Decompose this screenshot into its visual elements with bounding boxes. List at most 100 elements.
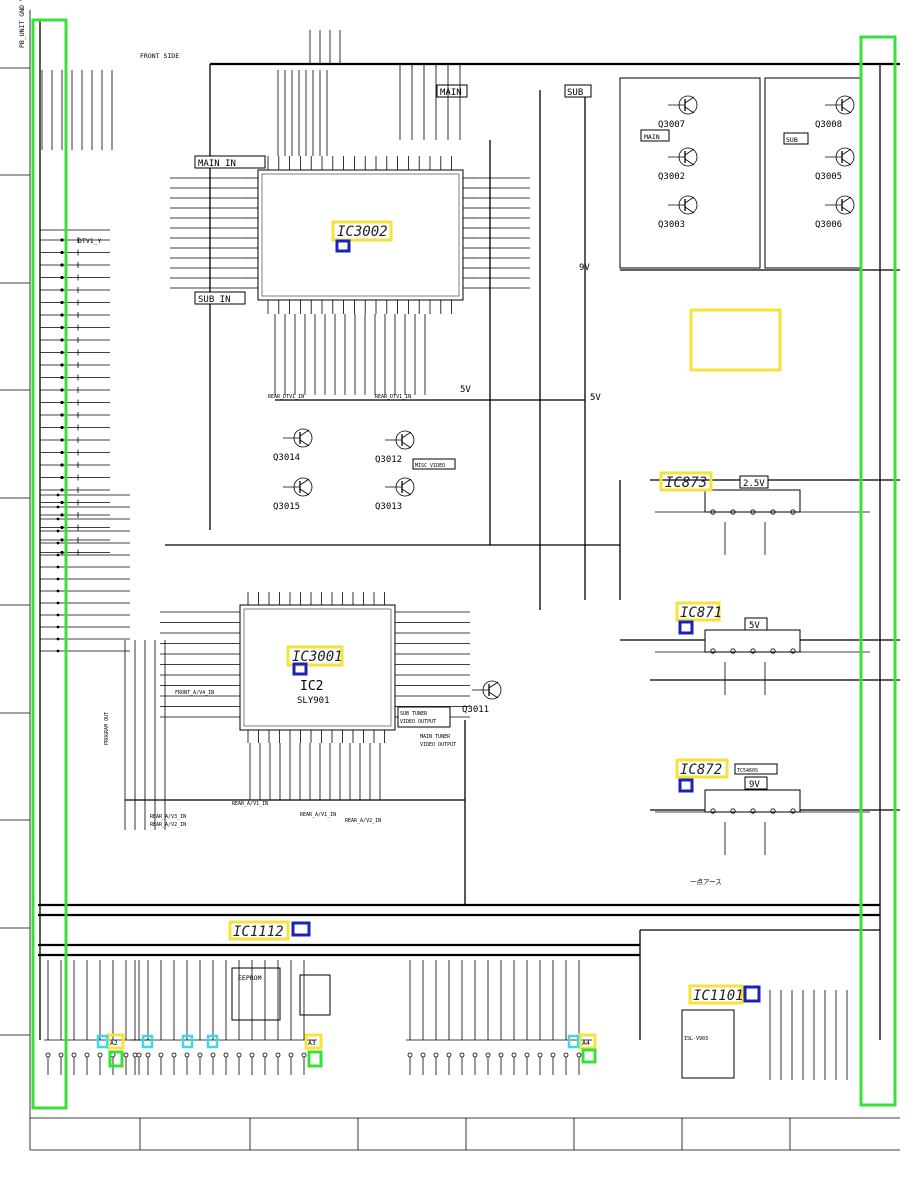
q3002-transistor: Q3002 [658, 147, 698, 182]
q3013-label: Q3013 [375, 502, 402, 512]
power-buses [38, 62, 900, 1040]
q3003-label: Q3003 [658, 220, 685, 230]
main-in-label: MAIN IN [198, 159, 236, 169]
connector-a4: A4 [582, 1039, 590, 1047]
ic871-voltage: 5V [749, 621, 760, 631]
sub-box-label: SUB [786, 136, 798, 144]
ic3002-body [257, 169, 464, 301]
q3005-label: Q3005 [815, 172, 842, 182]
ic-sub-label: IC2 [300, 679, 323, 694]
ic1112-name: IC1112 [233, 924, 284, 940]
output-stage-sub: SUB [764, 77, 861, 269]
rails: 9V 5V 5V [460, 263, 601, 403]
front-side-label: FRONT SIDE [140, 52, 179, 60]
connector-a3: A3 [308, 1039, 316, 1047]
ic1101-highlight [688, 984, 744, 1005]
q3015-transistor: Q3015 [273, 477, 313, 512]
rear-av2-in-b: REAR_A/V2_IN [345, 818, 381, 824]
ic1101-part: ISL-V903 [684, 1036, 708, 1042]
ic871-marker [678, 620, 694, 635]
ic1101-marker [743, 985, 761, 1003]
q3006-label: Q3006 [815, 220, 842, 230]
q3014-label: Q3014 [273, 453, 300, 463]
q3011-label: Q3011 [462, 705, 489, 715]
q3012-transistor: Q3012 [375, 430, 415, 465]
rail-9v: 9V [579, 263, 590, 273]
ic871-highlight [675, 601, 721, 622]
program-out-rotated: PROGRAM OUT [104, 712, 110, 745]
ic3002-marker [335, 239, 351, 253]
q3007-transistor: Q3007 [658, 95, 698, 130]
bottom-connectors [44, 960, 848, 1080]
ic3002-highlight [331, 220, 393, 242]
ic1112-highlight [228, 920, 290, 941]
q3013-transistor: Q3013 [375, 477, 415, 512]
empty-highlight-box [689, 308, 782, 372]
rear-av2-in: REAR_A/V2_IN [150, 822, 186, 828]
q3008-label: Q3008 [815, 120, 842, 130]
ic872-marker [678, 778, 694, 793]
regulator-ic873: 2.5V IC873 [659, 471, 801, 513]
q3011-transistor: Q3011 [462, 680, 502, 715]
ic1112-block: IC1112 EEPROM [228, 920, 331, 1021]
regulator-ic872: 9V TC5460S IC872 一点アース [675, 758, 801, 886]
ic872-name: IC872 [680, 762, 722, 778]
ic3001-body [239, 604, 396, 731]
ic873-part: TC5460S [737, 768, 758, 774]
ic3002-name: IC3002 [337, 224, 388, 240]
ic1101-name: IC1101 [693, 988, 744, 1004]
ic1101-block: IC1101 ISL-V903 [681, 984, 761, 1079]
q3002-label: Q3002 [658, 172, 685, 182]
connector-tags: A2 A3 A4 [96, 1033, 597, 1068]
ic873-voltage: 2.5V [743, 479, 765, 489]
q3015-label: Q3015 [273, 502, 300, 512]
ic1112-marker [291, 921, 311, 937]
video-out-label: VIDEO OUTPUT [400, 719, 436, 725]
main-tuner-label: MAIN TUNER [420, 734, 451, 740]
ic872-highlight [675, 758, 729, 779]
ic3002-block: IC3002 MAIN IN SUB IN MAIN SUB REAR_DTV1… [170, 70, 592, 400]
regulator-ic871: 5V IC871 [675, 601, 801, 653]
rear-av1-in: REAR_A/V1_IN [232, 801, 268, 807]
connector-label-top: PB_UNIT GND V_OUT [18, 0, 26, 48]
q3008-transistor: Q3008 [815, 95, 855, 130]
rail-5v-b: 5V [590, 393, 601, 403]
right-green-highlight [859, 35, 897, 1107]
ground-note: 一点アース [690, 878, 722, 886]
rail-5v-a: 5V [460, 385, 471, 395]
ic873-name: IC873 [665, 475, 707, 491]
rear-dtv-in-a: REAR_DTV1_IN [268, 394, 304, 400]
connector-a2: A2 [110, 1039, 118, 1047]
ic3001-name: IC3001 [292, 649, 343, 665]
q3012-label: Q3012 [375, 455, 402, 465]
q3005-transistor: Q3005 [815, 147, 855, 182]
sub-label: SUB [567, 88, 583, 98]
eeprom-label: EEPROM [238, 974, 262, 982]
misc-video-label: MISC VIDEO [415, 463, 445, 469]
sub-tuner-label: SUB TUNER [400, 711, 428, 717]
main-label: MAIN [440, 88, 462, 98]
a4-highlight [578, 1033, 597, 1050]
ic3001-marker [292, 662, 308, 676]
left-green-highlight [31, 18, 68, 1110]
rear-av3-in: REAR_A/V3_IN [150, 814, 186, 820]
a3-highlight [304, 1033, 323, 1050]
front-av-in: FRONT_A/V4_IN [175, 690, 214, 696]
sheet-frame [0, 10, 900, 1151]
q3003-transistor: Q3003 [658, 195, 698, 230]
rear-av1-in-b: REAR_A/V1_IN [300, 812, 336, 818]
rear-dtv-in-b: REAR_DTV1_IN [375, 394, 411, 400]
video-out-label-b: VIDEO OUTPUT [420, 742, 456, 748]
left-connector-strip: PB_UNIT GND V_OUT FRONT SIDE DTV1_Y [18, 0, 179, 1040]
q3006-transistor: Q3006 [815, 195, 855, 230]
ic3001-block: IC3001 IC2 SLY901 FRONT_A/V4_IN REAR_A/V… [104, 458, 470, 830]
ic872-voltage: 9V [749, 780, 760, 790]
ic3001-highlight [286, 645, 344, 667]
output-stage-main: MAIN [619, 77, 761, 269]
main-box-label: MAIN [644, 133, 660, 141]
svg-text:PROGRAM OUT: PROGRAM OUT [104, 712, 110, 745]
sub-in-label: SUB IN [198, 295, 231, 305]
ic-sub-part: SLY901 [297, 696, 330, 706]
q3007-label: Q3007 [658, 120, 685, 130]
